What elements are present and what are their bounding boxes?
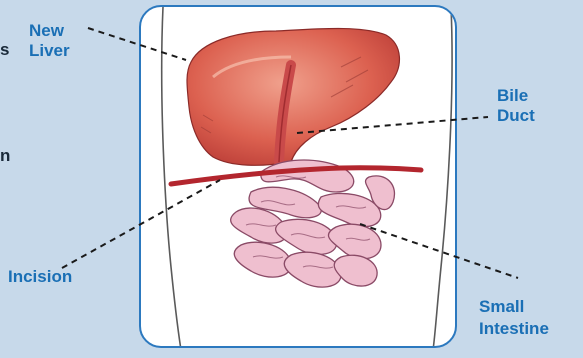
leader-bile-duct [297, 117, 488, 133]
label-small-intestine: Small Intestine [479, 296, 549, 340]
leader-small-intestine [360, 224, 518, 278]
leader-new-liver [88, 28, 186, 60]
label-new-liver: New Liver [29, 21, 70, 61]
label-bile-duct: Bile Duct [497, 86, 535, 126]
label-incision: Incision [8, 267, 72, 287]
leader-incision [62, 180, 220, 268]
